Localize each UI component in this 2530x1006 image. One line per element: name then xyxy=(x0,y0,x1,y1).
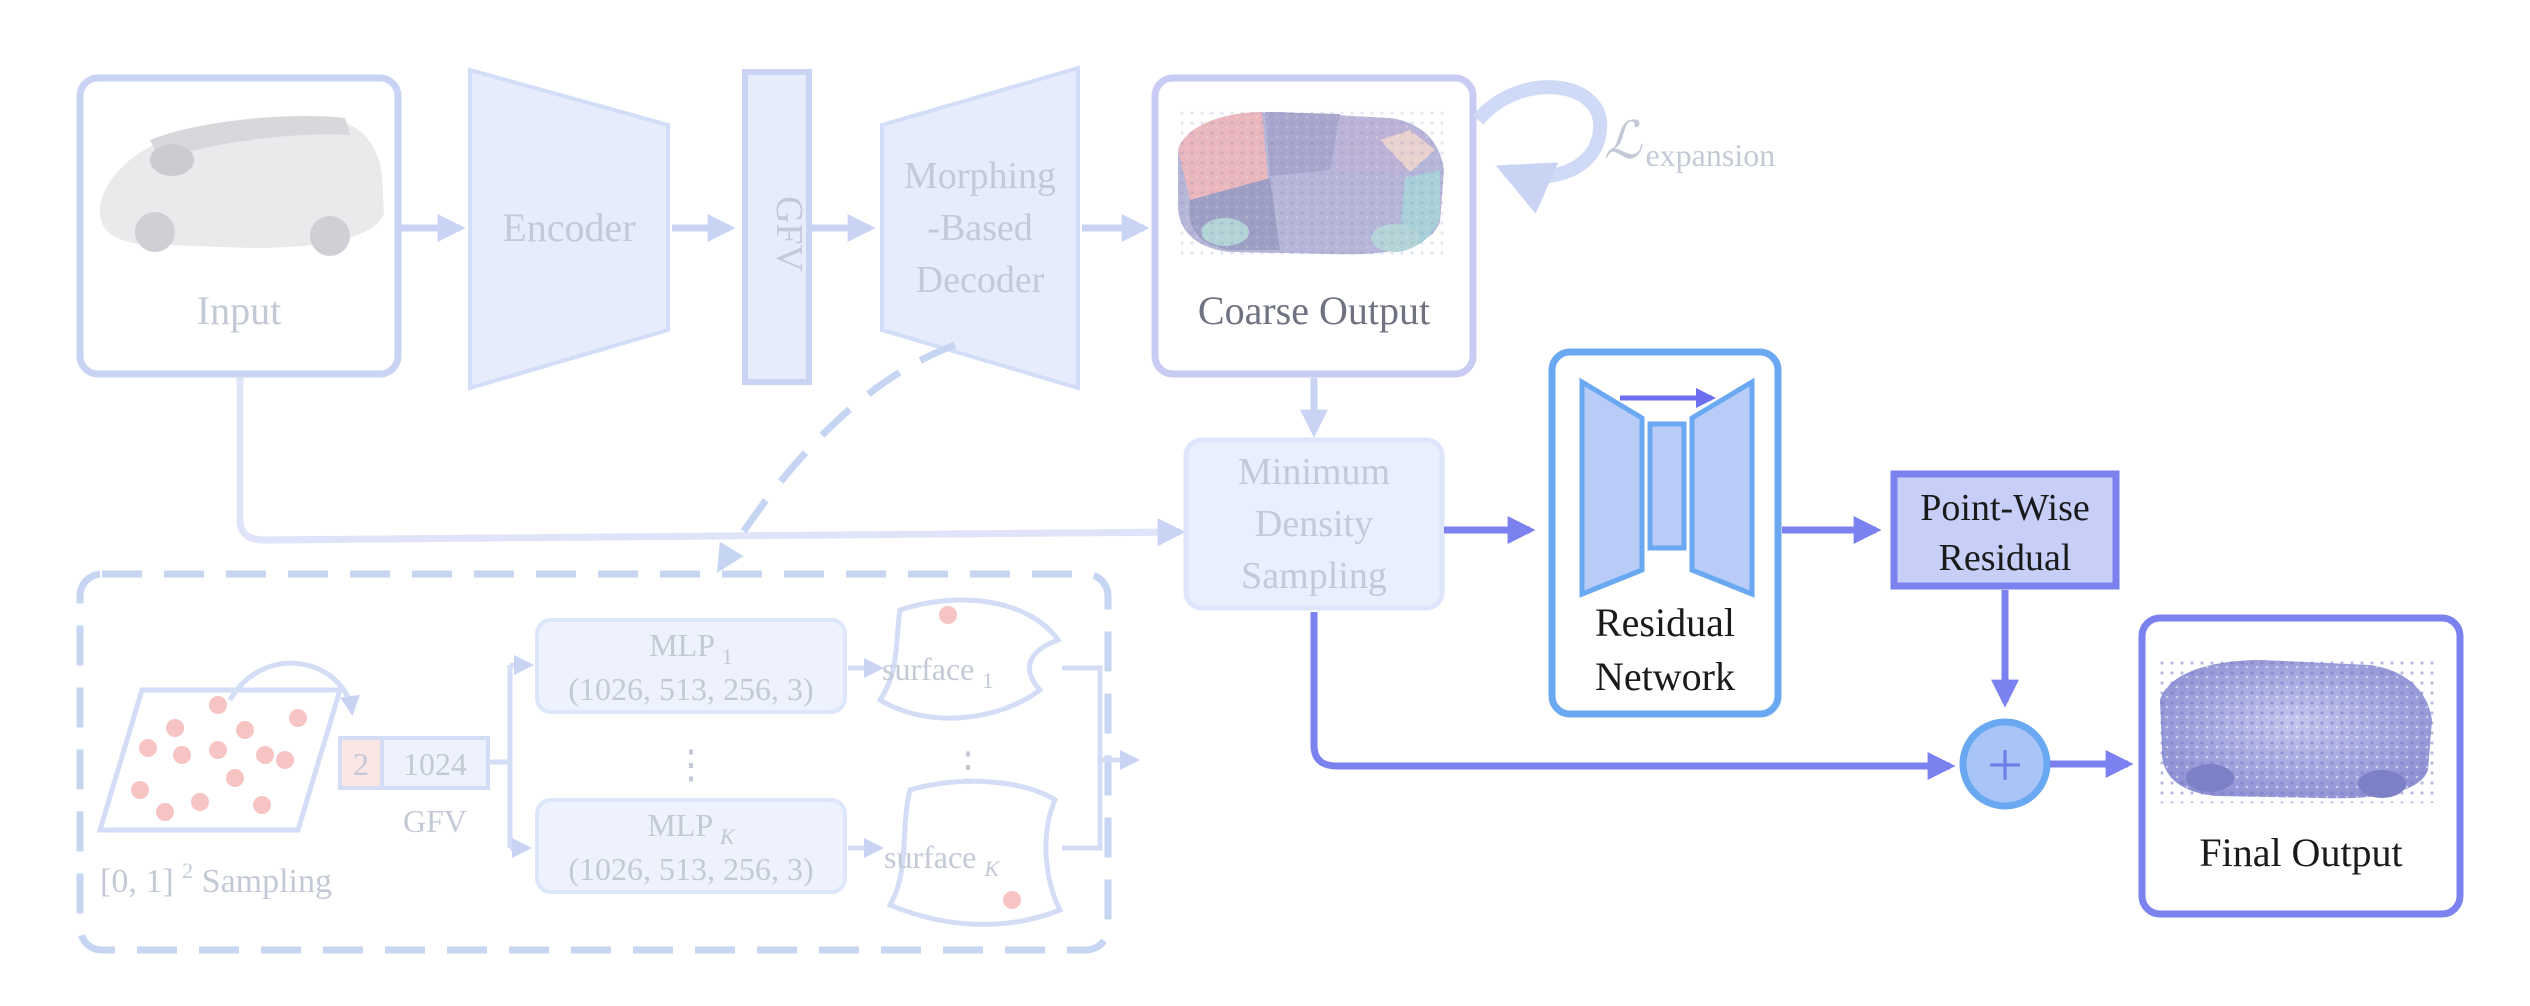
arrow-input-to-mds xyxy=(236,378,1186,547)
decoder-label-2: -Based xyxy=(927,207,1033,249)
pointwise-label-1: Point-Wise xyxy=(1920,487,2089,529)
surfacek-patch: surface K xyxy=(884,778,1064,927)
mlpk-sub: K xyxy=(719,824,736,849)
decoder-block: Morphing -Based Decoder xyxy=(880,65,1080,391)
mlp1-title: MLP 1 xyxy=(649,627,733,669)
encoder-block: Encoder xyxy=(468,67,670,391)
mlp1-name: MLP xyxy=(649,627,714,663)
mlpk-name: MLP xyxy=(647,807,712,843)
sampling-label-sup: 2 xyxy=(182,858,193,883)
expansion-loss: ℒ expansion xyxy=(1472,80,1775,214)
mds-node: Minimum Density Sampling xyxy=(1183,437,1445,611)
coarse-label: Coarse Output xyxy=(1198,288,1430,333)
concat-left-label: 2 xyxy=(353,746,369,782)
loss-loop-arrow xyxy=(1472,80,1608,214)
mlpk-node: MLP K (1026, 513, 256, 3) xyxy=(535,798,847,894)
mlpk-dims: (1026, 513, 256, 3) xyxy=(568,851,813,887)
loss-symbol: ℒ xyxy=(1604,113,1643,170)
surfacek-name: surface xyxy=(884,839,976,875)
mlp1-dims: (1026, 513, 256, 3) xyxy=(568,671,813,707)
loss-label: ℒ expansion xyxy=(1604,113,1775,173)
mlp1-sub: 1 xyxy=(722,644,733,669)
surface1-patch: surface 1 xyxy=(876,597,1062,721)
mds-label-1: Minimum xyxy=(1238,451,1390,493)
encoder-label: Encoder xyxy=(502,205,635,250)
decoder-label-1: Morphing xyxy=(904,155,1056,197)
decoder-label-3: Decoder xyxy=(916,259,1045,301)
gfv-label: GFV xyxy=(768,196,810,273)
sampling-label: [0, 1] 2 Sampling xyxy=(100,849,332,900)
concat-right-label: 1024 xyxy=(403,746,467,782)
concat-vector: 2 1024 GFV xyxy=(338,736,490,839)
mds-label-2: Density xyxy=(1255,503,1373,545)
residual-network: Residual Network xyxy=(1548,348,1782,718)
coarse-output-panel: Coarse Output xyxy=(1151,74,1477,378)
mds-label-3: Sampling xyxy=(1241,555,1387,597)
resnet-label-1: Residual xyxy=(1595,600,1735,645)
input-car-image xyxy=(99,116,384,256)
sampling-label-prefix: [0, 1] xyxy=(100,863,174,900)
decoder-zoom-link xyxy=(717,341,957,573)
resnet-label-2: Network xyxy=(1595,654,1735,699)
sum-node: + xyxy=(1959,718,2051,810)
loss-subscript: expansion xyxy=(1645,137,1775,173)
final-label: Final Output xyxy=(2199,830,2402,875)
coarse-car-image xyxy=(1176,110,1446,258)
surfacek-label: surface K xyxy=(884,839,1000,881)
unit-square-sampling: [0, 1] 2 Sampling xyxy=(96,660,360,900)
concat-gfv-label: GFV xyxy=(403,803,467,839)
input-panel: Input xyxy=(76,74,402,378)
sample-points xyxy=(131,696,307,821)
sampling-label-suffix: Sampling xyxy=(202,863,332,900)
surface1-name: surface xyxy=(882,651,974,687)
mlpk-title: MLP K xyxy=(647,807,736,849)
surface1-sub: 1 xyxy=(982,668,993,693)
surfacek-sub: K xyxy=(983,856,1000,881)
decoder-detail-box: [0, 1] 2 Sampling 2 1024 GFV MLP 1 (1026… xyxy=(76,570,1140,954)
input-label: Input xyxy=(197,288,281,333)
branch-lines xyxy=(490,662,528,848)
pointwise-label-2: Residual xyxy=(1939,537,2072,579)
final-car-image xyxy=(2158,655,2436,803)
pointwise-residual-node: Point-Wise Residual xyxy=(1890,470,2120,590)
sum-symbol: + xyxy=(1987,729,2023,800)
gfv-block: GFV xyxy=(742,69,812,385)
arrow-mds-to-sum xyxy=(1310,612,1956,780)
mlp-vdots: ⋮ xyxy=(671,742,711,787)
final-output-panel: Final Output xyxy=(2138,614,2464,918)
surface1-label: surface 1 xyxy=(882,651,993,693)
mlp1-node: MLP 1 (1026, 513, 256, 3) xyxy=(535,618,847,714)
